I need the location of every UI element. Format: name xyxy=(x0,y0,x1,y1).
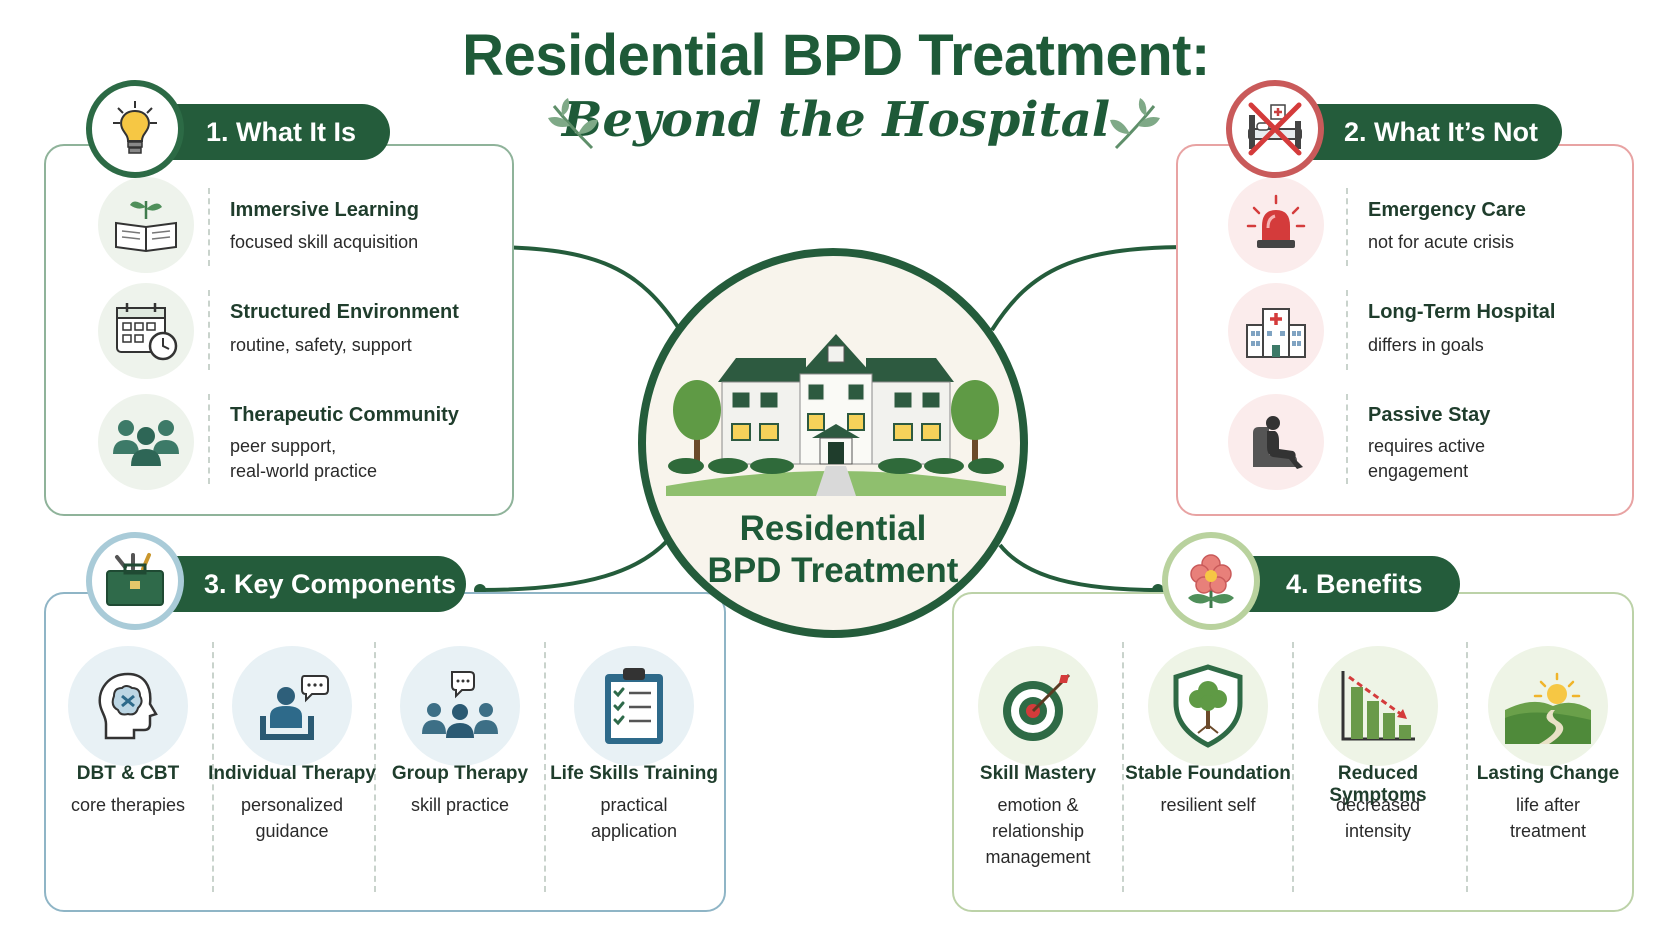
shield-tree-icon xyxy=(1148,646,1268,766)
crossed-hospital-bed-icon xyxy=(1226,80,1324,178)
benefit-desc-lasting-change-line1: life after xyxy=(1515,795,1581,815)
component-title-group-therapy: Group Therapy xyxy=(391,763,529,784)
item-title-structured-environment: Structured Environment xyxy=(230,301,459,323)
component-title-life-skills-training: Life Skills Training xyxy=(550,763,718,784)
benefit-desc-stable-foundation: resilient self xyxy=(1160,795,1256,815)
lightbulb-icon xyxy=(86,80,184,178)
component-desc-individual-therapy-line2: guidance xyxy=(255,821,329,841)
item-title-therapeutic-community: Therapeutic Community xyxy=(230,404,459,426)
center-title-line2: BPD Treatment xyxy=(707,551,959,590)
person-armchair-icon xyxy=(1228,394,1324,490)
declining-bars-icon xyxy=(1318,646,1438,766)
component-title-dbt-cbt: DBT & CBT xyxy=(76,763,180,784)
calendar-clock-icon xyxy=(98,283,194,379)
center-title: Residential BPD Treatment xyxy=(638,508,1028,592)
benefit-title-reduced-symptoms: Reduced Symptoms xyxy=(1329,763,1427,806)
header-what-its-not: 2. What It’s Not xyxy=(1280,104,1562,160)
center-title-line1: Residential xyxy=(739,509,927,548)
item-title-passive-stay: Passive Stay xyxy=(1368,404,1491,426)
leaf-sprig-left-icon xyxy=(548,98,598,150)
item-desc-long-term-hospital: differs in goals xyxy=(1368,335,1484,355)
benefit-desc-skill-mastery-line1: emotion & xyxy=(997,795,1079,815)
leaf-sprig-right-icon xyxy=(1110,98,1160,150)
item-desc-passive-stay-line2: engagement xyxy=(1368,461,1469,481)
item-desc-passive-stay-line1: requires active xyxy=(1368,436,1486,456)
benefit-title-stable-foundation: Stable Foundation xyxy=(1125,763,1291,784)
component-desc-life-skills-training-line1: practical xyxy=(600,795,668,815)
benefit-title-lasting-change: Lasting Change xyxy=(1476,763,1620,784)
benefit-desc-skill-mastery-line2: relationship xyxy=(991,821,1085,841)
component-desc-group-therapy: skill practice xyxy=(410,795,510,815)
component-title-individual-therapy: Individual Therapy xyxy=(208,763,376,784)
benefit-desc-lasting-change-line2: treatment xyxy=(1509,821,1587,841)
flower-icon xyxy=(1162,532,1260,630)
item-desc-immersive-learning: focused skill acquisition xyxy=(230,232,419,252)
item-desc-therapeutic-community-line1: peer support, xyxy=(230,436,337,456)
emergency-siren-icon xyxy=(1228,177,1324,273)
residential-building-icon xyxy=(666,334,1006,496)
page-title: Residential BPD Treatment: xyxy=(462,23,1210,88)
component-desc-individual-therapy-line1: personalized xyxy=(240,795,344,815)
item-desc-structured-environment: routine, safety, support xyxy=(230,335,412,355)
benefit-title-skill-mastery: Skill Mastery xyxy=(979,763,1097,784)
item-title-immersive-learning: Immersive Learning xyxy=(230,199,419,221)
item-title-emergency-care: Emergency Care xyxy=(1368,199,1526,221)
connector-key-components xyxy=(479,538,670,592)
sunrise-path-icon xyxy=(1488,646,1608,766)
component-desc-dbt-cbt: core therapies xyxy=(70,795,186,815)
item-desc-therapeutic-community-line2: real-world practice xyxy=(230,461,378,481)
item-desc-emergency-care: not for acute crisis xyxy=(1368,232,1515,252)
benefit-desc-skill-mastery-line3: management xyxy=(985,847,1091,867)
benefit-desc-reduced-symptoms-line2: intensity xyxy=(1344,821,1412,841)
header-key-components: 3. Key Components xyxy=(140,556,466,612)
connector-benefits xyxy=(998,543,1159,592)
hospital-building-icon xyxy=(1228,283,1324,379)
page-subtitle: Beyond the Hospital xyxy=(561,92,1111,148)
connector-what-it-is xyxy=(484,245,682,332)
people-group-icon xyxy=(98,394,194,490)
component-desc-life-skills-training-line2: application xyxy=(590,821,678,841)
head-puzzle-icon xyxy=(68,646,188,766)
connector-what-its-not xyxy=(990,245,1191,332)
benefit-desc-reduced-symptoms-line1: decreased xyxy=(1335,795,1421,815)
checklist-clipboard-icon xyxy=(574,646,694,766)
item-title-long-term-hospital: Long-Term Hospital xyxy=(1368,301,1556,323)
target-arrow-icon xyxy=(978,646,1098,766)
toolbox-icon xyxy=(86,532,184,630)
person-speech-icon xyxy=(232,646,352,766)
group-speech-icon xyxy=(400,646,520,766)
open-book-sprout-icon xyxy=(98,177,194,273)
